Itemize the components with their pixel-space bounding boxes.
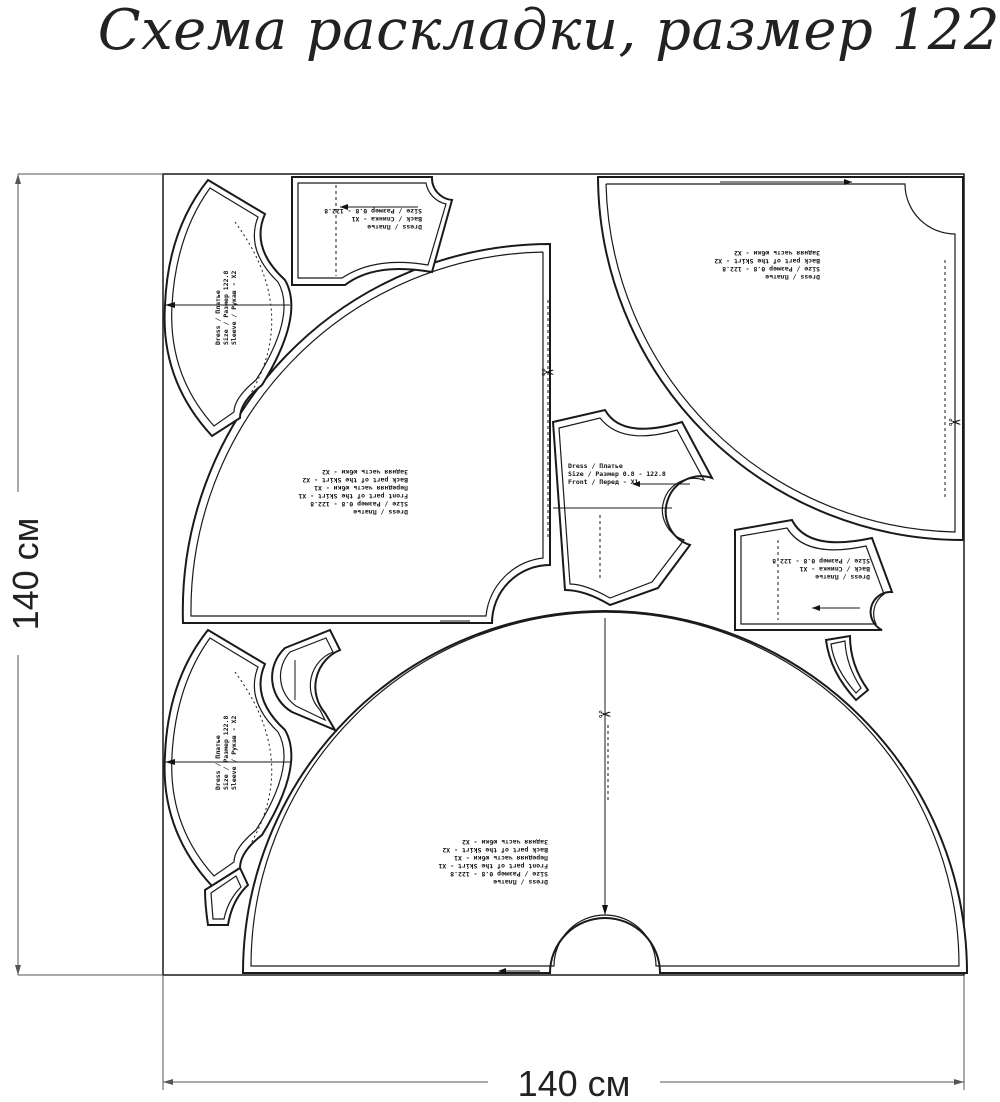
sleeve-bottom-piece: Dress / Платье Size / Размер 122.8 Sleev… (163, 628, 293, 888)
bodice-back-top-label-3: Size / Размер 0.8 - 122.8 (324, 207, 422, 215)
skirt-left-label-5: Back part of the Skirt - X2 (302, 476, 408, 484)
bodice-front-label-3: Front / Перед - X1 (568, 478, 639, 486)
sleeve-bottom-label-1: Dress / Платье (214, 735, 222, 790)
skirt-back-label-1: Dress / Платье (765, 273, 820, 281)
bodice-back-top-label-1: Dress / Платье (367, 223, 422, 231)
skirt-front-label-2: Size / Размер 0.8 - 122.8 (450, 870, 548, 878)
skirt-front-label-6: Задняя часть юбки - Х2 (462, 838, 548, 846)
sleeve-top-label-2: Size / Размер 122.8 (222, 271, 230, 345)
bodice-back-right-label-2: Back / Спинка - X1 (799, 565, 870, 573)
bodice-front-piece: Dress / Платье Size / Размер 0.8 - 122.8… (551, 408, 715, 607)
skirt-left-label-1: Dress / Платье (353, 508, 408, 516)
skirt-left-label-2: Size / Размер 0.8 - 122.8 (310, 500, 408, 508)
bodice-back-top-piece: Dress / Платье Back / Спинка - X1 Size /… (291, 176, 454, 286)
skirt-back-label-4: Задняя часть юбки - Х2 (734, 249, 820, 257)
bodice-front-label-2: Size / Размер 0.8 - 122.8 (568, 470, 666, 478)
width-label: 140 см (518, 1063, 631, 1102)
skirt-left-label-4: Передняя часть юбки - Х1 (314, 484, 408, 492)
skirt-back-piece: ✂ Dress / Платье Size / Размер 0.8 - 122… (596, 176, 964, 542)
height-label: 140 см (5, 518, 46, 631)
skirt-left-label-3: Front part of the Skirt - X1 (298, 492, 408, 500)
bodice-front-label-1: Dress / Платье (568, 462, 623, 470)
skirt-back-label-2: Size / Размер 0.8 - 122.8 (722, 265, 820, 273)
diagram-title: Схема раскладки, размер 122 (97, 0, 1000, 63)
sleeve-top-label-3: Sleeve / Рукав - X2 (230, 271, 238, 345)
bodice-back-right-label-1: Dress / Платье (815, 573, 870, 581)
skirt-back-glyph: ✂ (948, 415, 961, 432)
skirt-front-label-3: Front part of the Skirt - X1 (438, 862, 548, 870)
sleeve-bottom-label-2: Size / Размер 122.8 (222, 716, 230, 790)
sleeve-top-label-1: Dress / Платье (214, 290, 222, 345)
facing-piece-bottom-left (203, 866, 250, 926)
skirt-back-label-3: Back part of the Skirt - X2 (714, 257, 820, 265)
sleeve-top-piece: Dress / Платье Size / Размер 122.8 Sleev… (163, 178, 293, 438)
skirt-front-glyph: ✂ (598, 707, 611, 724)
skirt-front-label-1: Dress / Платье (493, 878, 548, 886)
bodice-back-right-label-3: Size / Размер 0.8 - 122.8 (772, 557, 870, 565)
width-dimension: 140 см (162, 975, 965, 1102)
sleeve-bottom-label-3: Sleeve / Рукав - X2 (230, 716, 238, 790)
bodice-back-top-label-2: Back / Спинка - X1 (351, 215, 422, 223)
bodice-back-right-piece: Dress / Платье Back / Спинка - X1 Size /… (734, 518, 894, 631)
facing-piece-center (271, 628, 342, 733)
skirt-left-label-6: Задняя часть юбки - Х2 (322, 468, 408, 476)
skirt-left-glyph: ✂ (541, 365, 554, 382)
skirt-front-label-5: Back part of the Skirt - X2 (442, 846, 548, 854)
height-dimension: 140 см (5, 173, 163, 976)
skirt-front-piece: ✂ Dress / Платье Size / Размер 0.8 - 122… (241, 610, 969, 974)
skirt-front-label-4: Передняя часть юбки - Х1 (454, 854, 548, 862)
facing-piece-right (824, 634, 870, 702)
